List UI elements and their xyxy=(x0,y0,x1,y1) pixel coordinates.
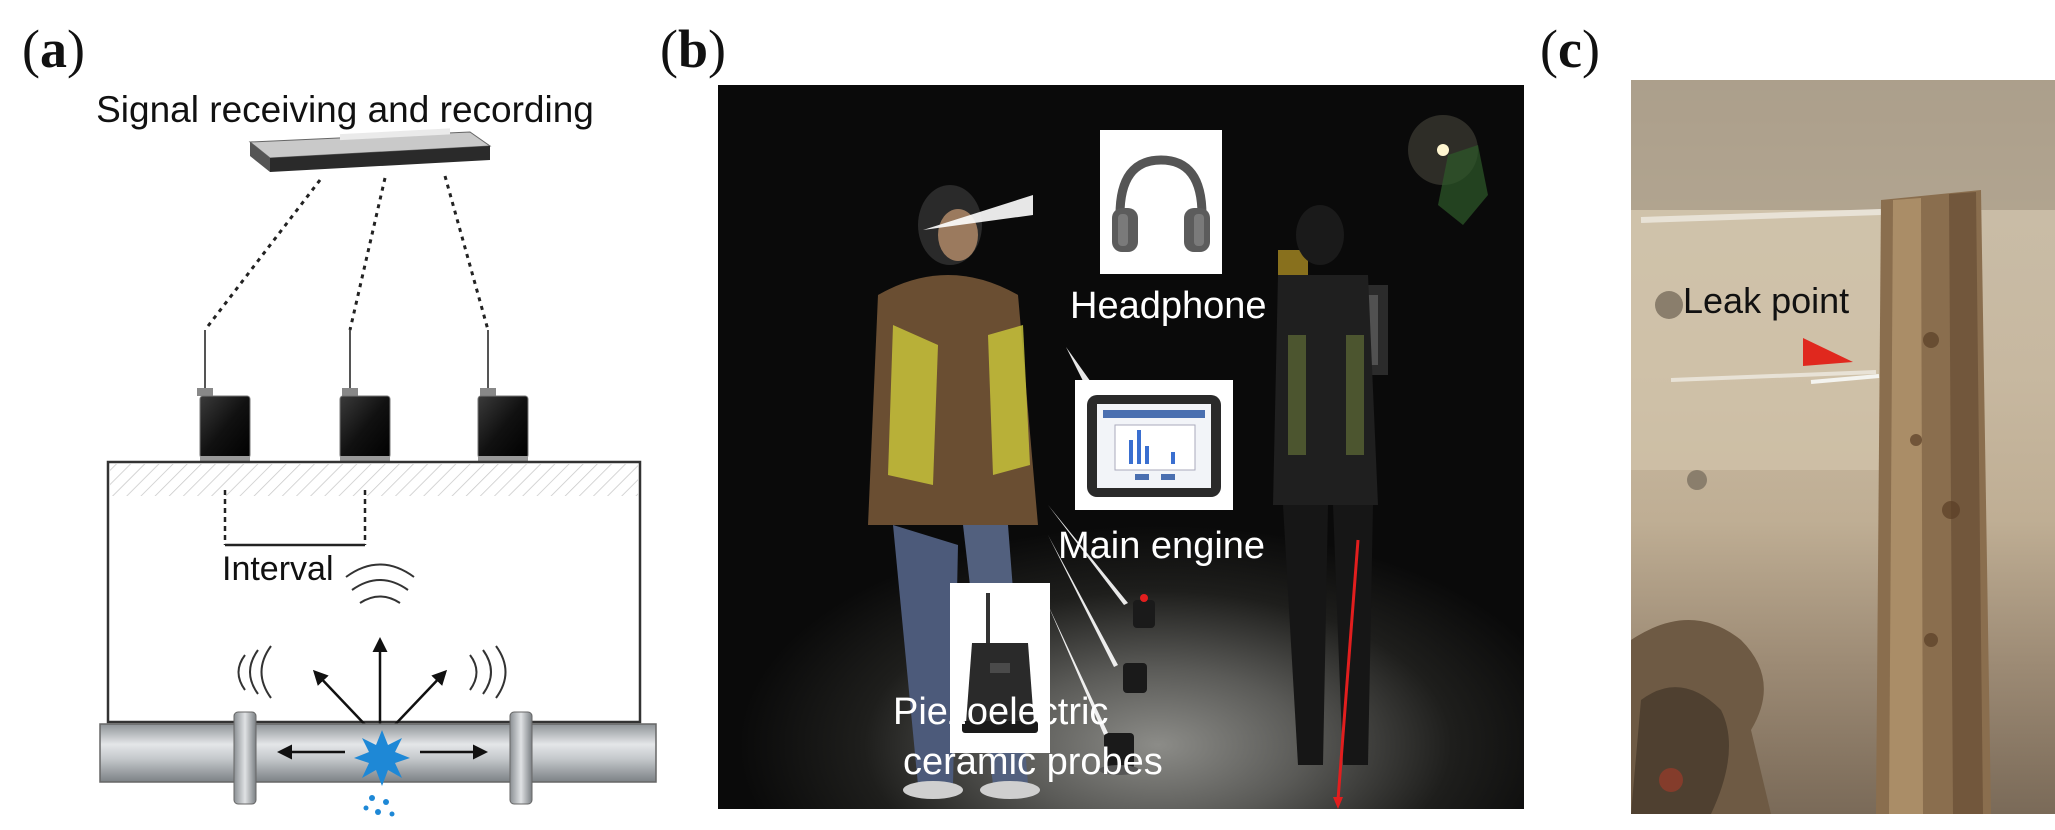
ground-section xyxy=(106,460,642,724)
antennas xyxy=(204,330,489,390)
interval-label: Interval xyxy=(222,550,334,588)
probe-line xyxy=(1336,539,1360,801)
panel-c-photo: Leak point xyxy=(1631,80,2055,814)
panel-c-letter: (c) xyxy=(1540,19,1600,79)
ground-probes xyxy=(1099,594,1155,775)
headphone-label: Headphone xyxy=(1070,285,1267,327)
main-engine-label: Main engine xyxy=(1058,525,1266,567)
tablet-icon xyxy=(1087,395,1221,497)
probes-label-line2: ceramic probes xyxy=(903,741,1163,783)
recorder-label: Signal receiving and recording xyxy=(96,89,594,130)
signal-cables xyxy=(203,175,490,331)
leak-scene xyxy=(1631,80,2055,814)
headphone-icon xyxy=(1112,155,1210,252)
panel-b-letter: (b) xyxy=(660,19,727,79)
panel-b-photo: Headphone Main engine Piezoelectric cera… xyxy=(718,85,1524,809)
worker-right xyxy=(1273,205,1378,765)
panel-b-letter-text: b xyxy=(677,19,709,79)
main-engine-inset xyxy=(1075,380,1233,510)
probe-icon xyxy=(962,593,1038,733)
sound-waves xyxy=(237,563,507,699)
panel-a-letter-text: a xyxy=(39,19,67,79)
probe-inset xyxy=(950,583,1050,753)
panel-a-diagram: Signal receiving and recording xyxy=(96,89,657,817)
panel-a-letter: (a) xyxy=(22,19,85,79)
leak-arrow xyxy=(1803,338,1853,366)
interval-bracket xyxy=(223,490,367,547)
receiver-units xyxy=(197,388,529,462)
leak-splash xyxy=(354,730,410,817)
leak-label: Leak point xyxy=(1683,280,1850,321)
headphone-inset xyxy=(1100,130,1222,274)
radiating-arrows xyxy=(312,637,448,733)
recorder-device xyxy=(248,128,492,172)
probes-label-line1: Piezoelectric xyxy=(893,691,1109,733)
panel-c-letter-text: c xyxy=(1557,19,1582,79)
